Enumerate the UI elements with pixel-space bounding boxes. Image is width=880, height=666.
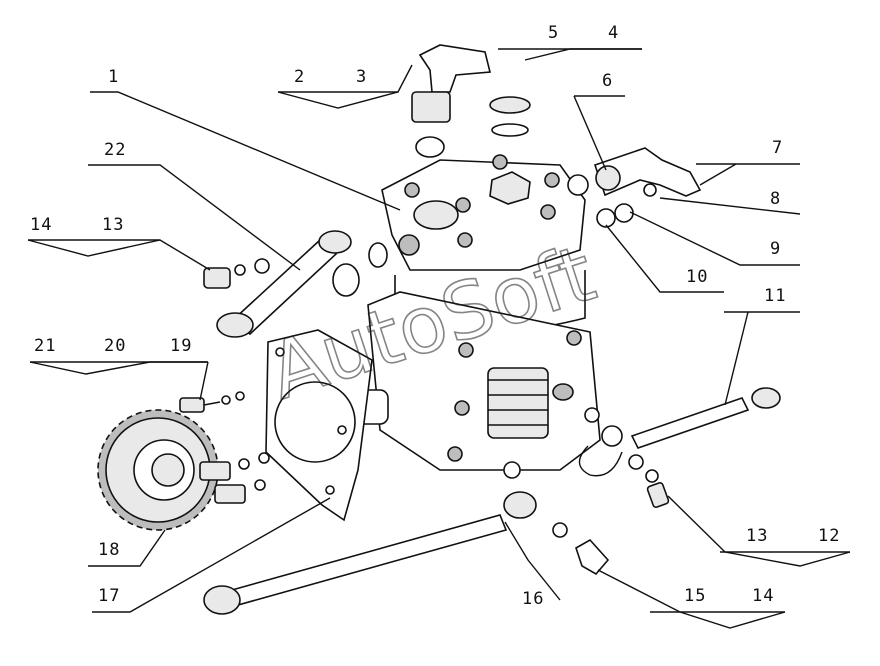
fittings-2-3-4-5 — [411, 44, 531, 158]
bolts-19-20-21 — [179, 391, 270, 504]
callout-13-left: 13 — [102, 215, 124, 235]
callout-13-right: 13 — [746, 526, 768, 546]
callout-3: 3 — [356, 67, 367, 87]
callout-10: 10 — [686, 267, 708, 287]
callout-20: 20 — [104, 336, 126, 356]
compressor-body — [335, 154, 601, 471]
callout-12: 12 — [818, 526, 840, 546]
leader-lines — [27, 48, 851, 629]
fittings-6-to-10 — [567, 147, 702, 228]
callout-15: 15 — [684, 586, 706, 606]
callout-14-left: 14 — [30, 215, 52, 235]
callout-6: 6 — [602, 71, 613, 91]
callout-14-right: 14 — [752, 586, 774, 606]
callout-22: 22 — [104, 140, 126, 160]
fittings-14-15 — [552, 522, 610, 576]
callout-9: 9 — [770, 239, 781, 259]
callout-17: 17 — [98, 586, 120, 606]
callout-16: 16 — [522, 589, 544, 609]
callout-5: 5 — [548, 23, 559, 43]
callout-2: 2 — [294, 67, 305, 87]
callout-18: 18 — [98, 540, 120, 560]
callout-11: 11 — [764, 286, 786, 306]
pipe-11 — [578, 387, 781, 477]
callout-19: 19 — [170, 336, 192, 356]
callout-numbers: 1 2 3 4 5 6 7 8 9 10 11 12 13 13 14 14 1… — [30, 23, 840, 609]
callout-8: 8 — [770, 189, 781, 209]
callout-21: 21 — [34, 336, 56, 356]
callout-4: 4 — [608, 23, 619, 43]
callout-1: 1 — [108, 67, 119, 87]
pipe-16 — [203, 461, 537, 615]
fittings-12-13 — [584, 407, 670, 509]
callout-7: 7 — [772, 138, 783, 158]
pipe-22 — [203, 230, 388, 338]
gasket-17 — [265, 329, 373, 522]
